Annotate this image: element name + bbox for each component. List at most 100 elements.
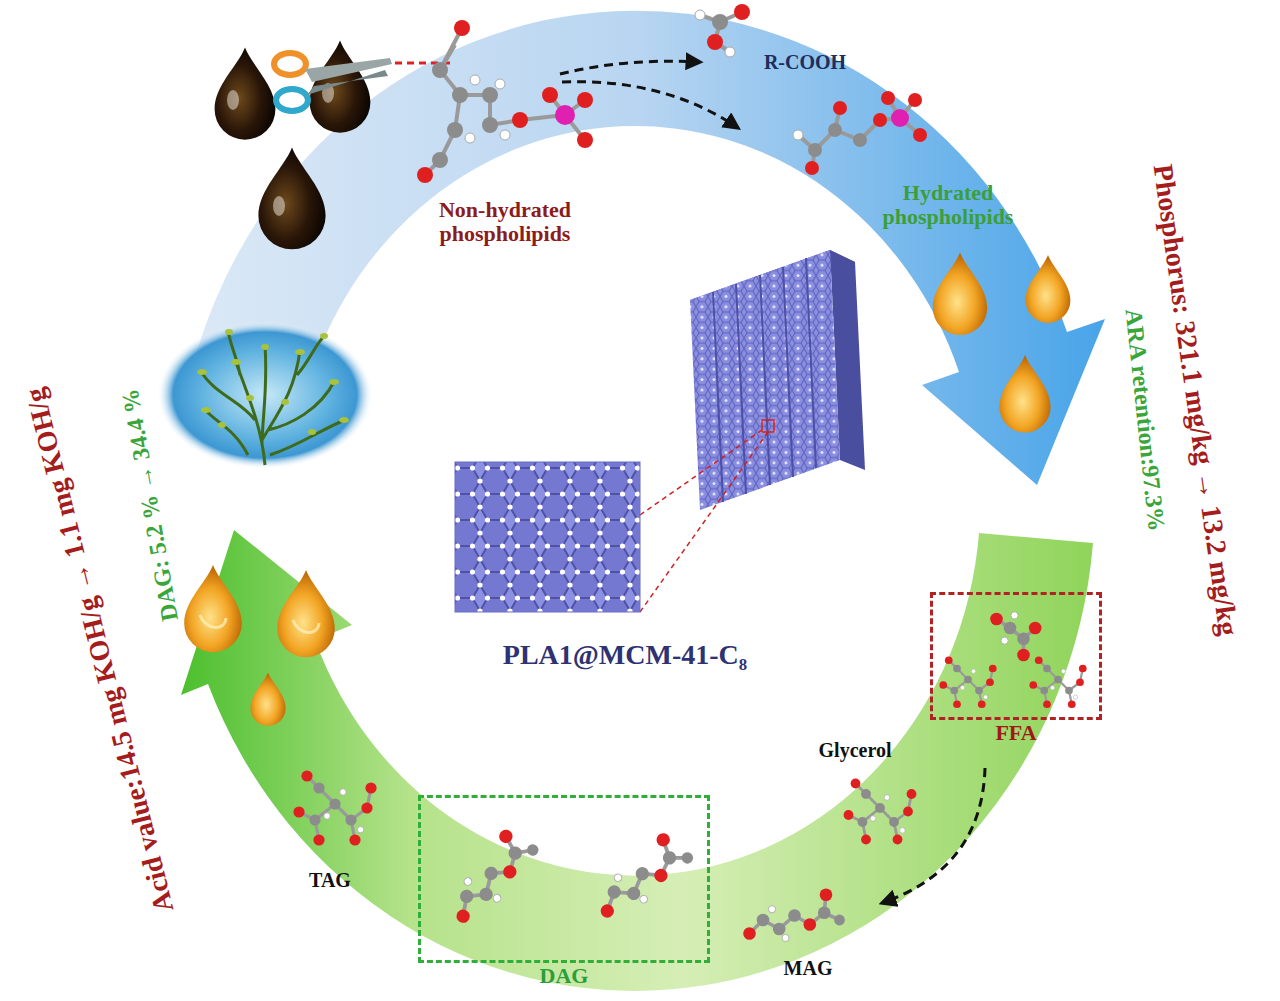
refined-oil-drops-part [277,570,335,657]
seaweed-picture-part [200,330,345,465]
seaweed-picture-part [157,321,373,469]
hydrated-phospholipid-molecule-part [891,109,909,127]
refined-oil-drops-part [184,565,242,652]
label-text: TAG [309,869,351,891]
refined-oil-drops-part [250,673,285,726]
phospholipid-molecule-part [500,130,510,140]
crude-oil-drops-part [227,90,239,110]
seaweed-picture-part-part [218,422,226,428]
mesoporous-silica-slab-part [455,462,640,612]
hydrated-phospholipid-molecule-part [833,101,847,115]
seaweed-picture-part-part [295,349,305,355]
phospholipid-molecule-part [454,20,470,36]
seaweed-picture-part-part [308,429,316,435]
label-text: PLA1@MCM-41-C₈ [503,640,747,671]
mesoporous-silica-slab-part [690,250,840,510]
seaweed-picture-part-part [246,395,254,401]
seaweed-picture-part-part [281,399,289,405]
group-heading: FFA [995,721,1036,745]
label-text: Hydrated phospholipids [848,181,1048,229]
hydrated-phospholipid-molecule [793,91,927,175]
label-text: ARA retention:97.3% [1120,307,1170,532]
dashed-group-box: DAG [418,795,710,963]
phospholipid-molecule-part [577,132,593,148]
mesoporous-silica-slab-part-part [783,267,793,477]
phospholipid-molecule-part [465,133,475,143]
scissors-icon-part [307,70,388,95]
label-text: Glycerol [819,739,892,761]
fatty-acid-molecule-part [712,14,728,30]
phospholipid-molecule [417,20,593,183]
hydrated-phospholipid-molecule-part [853,133,867,147]
hydrated-phospholipid-molecule-part [798,98,920,168]
label-text: R-COOH [764,51,846,73]
phospholipid-molecule-part [495,79,505,89]
mesoporous-silica-slab-part-part [760,275,770,485]
scissors-icon-part [305,58,392,82]
mesoporous-silica-slab-part-part [713,292,723,502]
mesoporous-silica-slab-part-part [736,284,746,494]
mesoporous-silica-slab [455,250,865,612]
mesoporous-silica-slab-part [640,430,762,515]
seaweed-picture-part-part [201,407,211,413]
refined-oil-drops-part [293,620,319,632]
lipid-molecules-part [293,770,376,845]
lipid-molecules [293,612,1086,942]
seaweed-picture-part-part [339,417,349,423]
phospholipid-molecule-part [482,87,498,103]
fatty-acid-molecule-part [700,12,742,52]
phospholipid-molecule-part [555,105,575,125]
hydrated-phospholipid-molecule-part [805,161,819,175]
seaweed-picture-part-part [197,369,207,375]
scissors-icon-part [276,89,308,111]
phospholipid-molecule-part [432,62,448,78]
crude-oil-drops-part [258,148,325,250]
seaweed-picture-part-part [225,329,233,335]
group-heading: DAG [540,964,589,988]
mesoporous-silica-slab-part [762,420,774,432]
crude-oil-drops-part [215,47,276,139]
hydrated-phospholipid-molecule-part [913,128,927,142]
hydrated-phospholipid-molecule-part [908,93,922,107]
refined-oil-drops-part [1026,255,1071,323]
lipid-molecules-part [430,820,550,927]
phospholipid-molecule-part [470,75,480,85]
label-text: Non-hydrated phospholipids [400,198,610,246]
phospholipid-molecule-part [447,122,463,138]
refined-oil-drops-part [933,253,987,335]
phospholipid-molecule-part [452,87,468,103]
seaweed-picture-part-part [261,344,269,350]
phospholipid-molecule-part [432,152,448,168]
hydrated-phospholipid-molecule-part [793,130,803,140]
scissors-icon [274,53,455,111]
lipid-molecules-part [939,656,996,708]
label-text: DAG: 5.2 % → 34.4 % [117,387,184,623]
crude-oil-drops-part [273,196,285,216]
phospholipid-molecule-part [577,92,593,108]
lipid-molecules-part [1029,656,1086,708]
mesoporous-silica-slab-part [640,432,768,612]
fatty-acid-molecule-part [734,4,750,20]
reaction-arrow [562,82,738,128]
dashed-group-box: FFA [930,592,1102,720]
seaweed-picture-part-part [320,333,328,339]
label-text: Phosphorus: 321.1 mg/kg → 13.2 mg/kg [1147,163,1244,638]
fatty-acid-molecule-part [707,34,723,50]
phospholipid-molecule-part [512,112,528,128]
seaweed-picture-part-part [231,359,241,365]
mesoporous-silica-slab-part [713,258,816,502]
lipid-molecules-part [844,779,917,845]
hydrated-phospholipid-molecule-part [808,143,822,157]
hydrated-phospholipid-molecule-part [881,91,895,105]
phospholipid-molecule-part [542,87,558,103]
lipid-molecules-part [581,825,702,921]
phospholipid-molecule-part [425,28,585,175]
phospholipid-molecule-part [417,167,433,183]
lipid-molecules-part [743,889,845,942]
reaction-arrow [560,61,700,74]
seaweed-picture [157,321,373,469]
mesoporous-silica-slab-part-part [806,258,816,468]
phospholipid-molecule-part [482,117,498,133]
